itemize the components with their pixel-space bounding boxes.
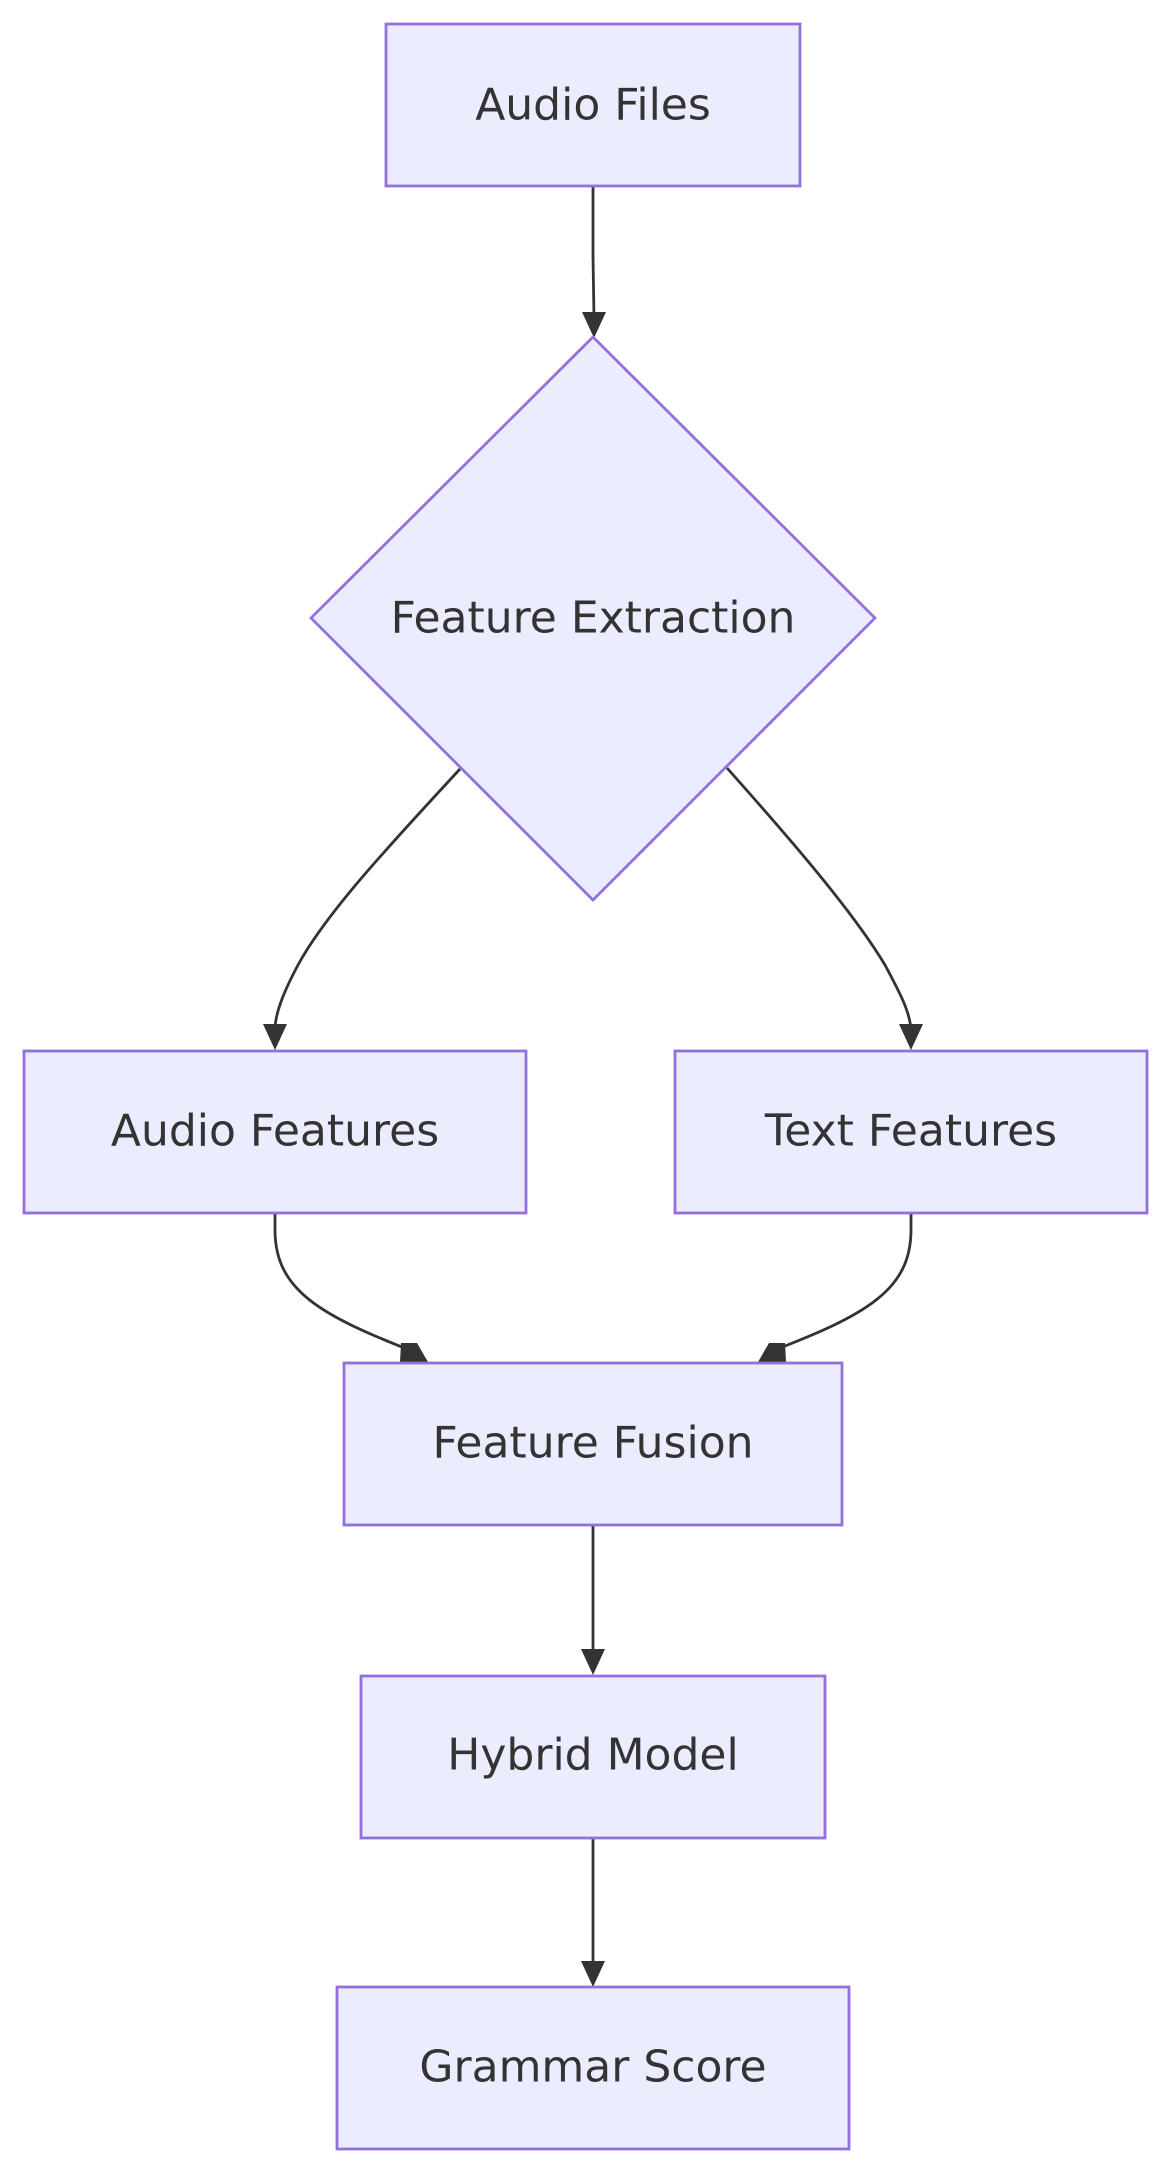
node-feature-extraction: Feature Extraction — [309, 335, 877, 902]
edge-text-features-to-feature-fusion — [758, 1213, 913, 1362]
edge-feature-fusion-to-hybrid-model — [581, 1525, 605, 1675]
edge-audio-files-to-feature-extraction — [582, 186, 606, 338]
node-hybrid-model: Hybrid Model — [359, 1674, 827, 1840]
node-label-text-features: Text Features — [764, 1106, 1057, 1157]
edge-feature-extraction-to-text-features — [725, 767, 923, 1050]
node-text-features: Text Features — [673, 1049, 1149, 1215]
node-feature-fusion: Feature Fusion — [342, 1361, 844, 1527]
node-label-hybrid-model: Hybrid Model — [447, 1730, 738, 1781]
node-label-audio-features: Audio Features — [111, 1106, 439, 1157]
edge-hybrid-model-to-grammar-score — [581, 1838, 605, 1987]
edge-feature-extraction-to-audio-features — [263, 768, 462, 1050]
edge-audio-features-to-feature-fusion — [273, 1213, 428, 1362]
node-audio-files: Audio Files — [384, 22, 802, 188]
node-label-feature-fusion: Feature Fusion — [433, 1418, 754, 1469]
node-label-audio-files: Audio Files — [475, 80, 711, 131]
node-audio-features: Audio Features — [22, 1049, 528, 1215]
node-grammar-score: Grammar Score — [335, 1985, 851, 2151]
node-label-grammar-score: Grammar Score — [419, 2042, 766, 2093]
node-label-feature-extraction: Feature Extraction — [391, 593, 796, 644]
edges — [263, 186, 923, 1987]
